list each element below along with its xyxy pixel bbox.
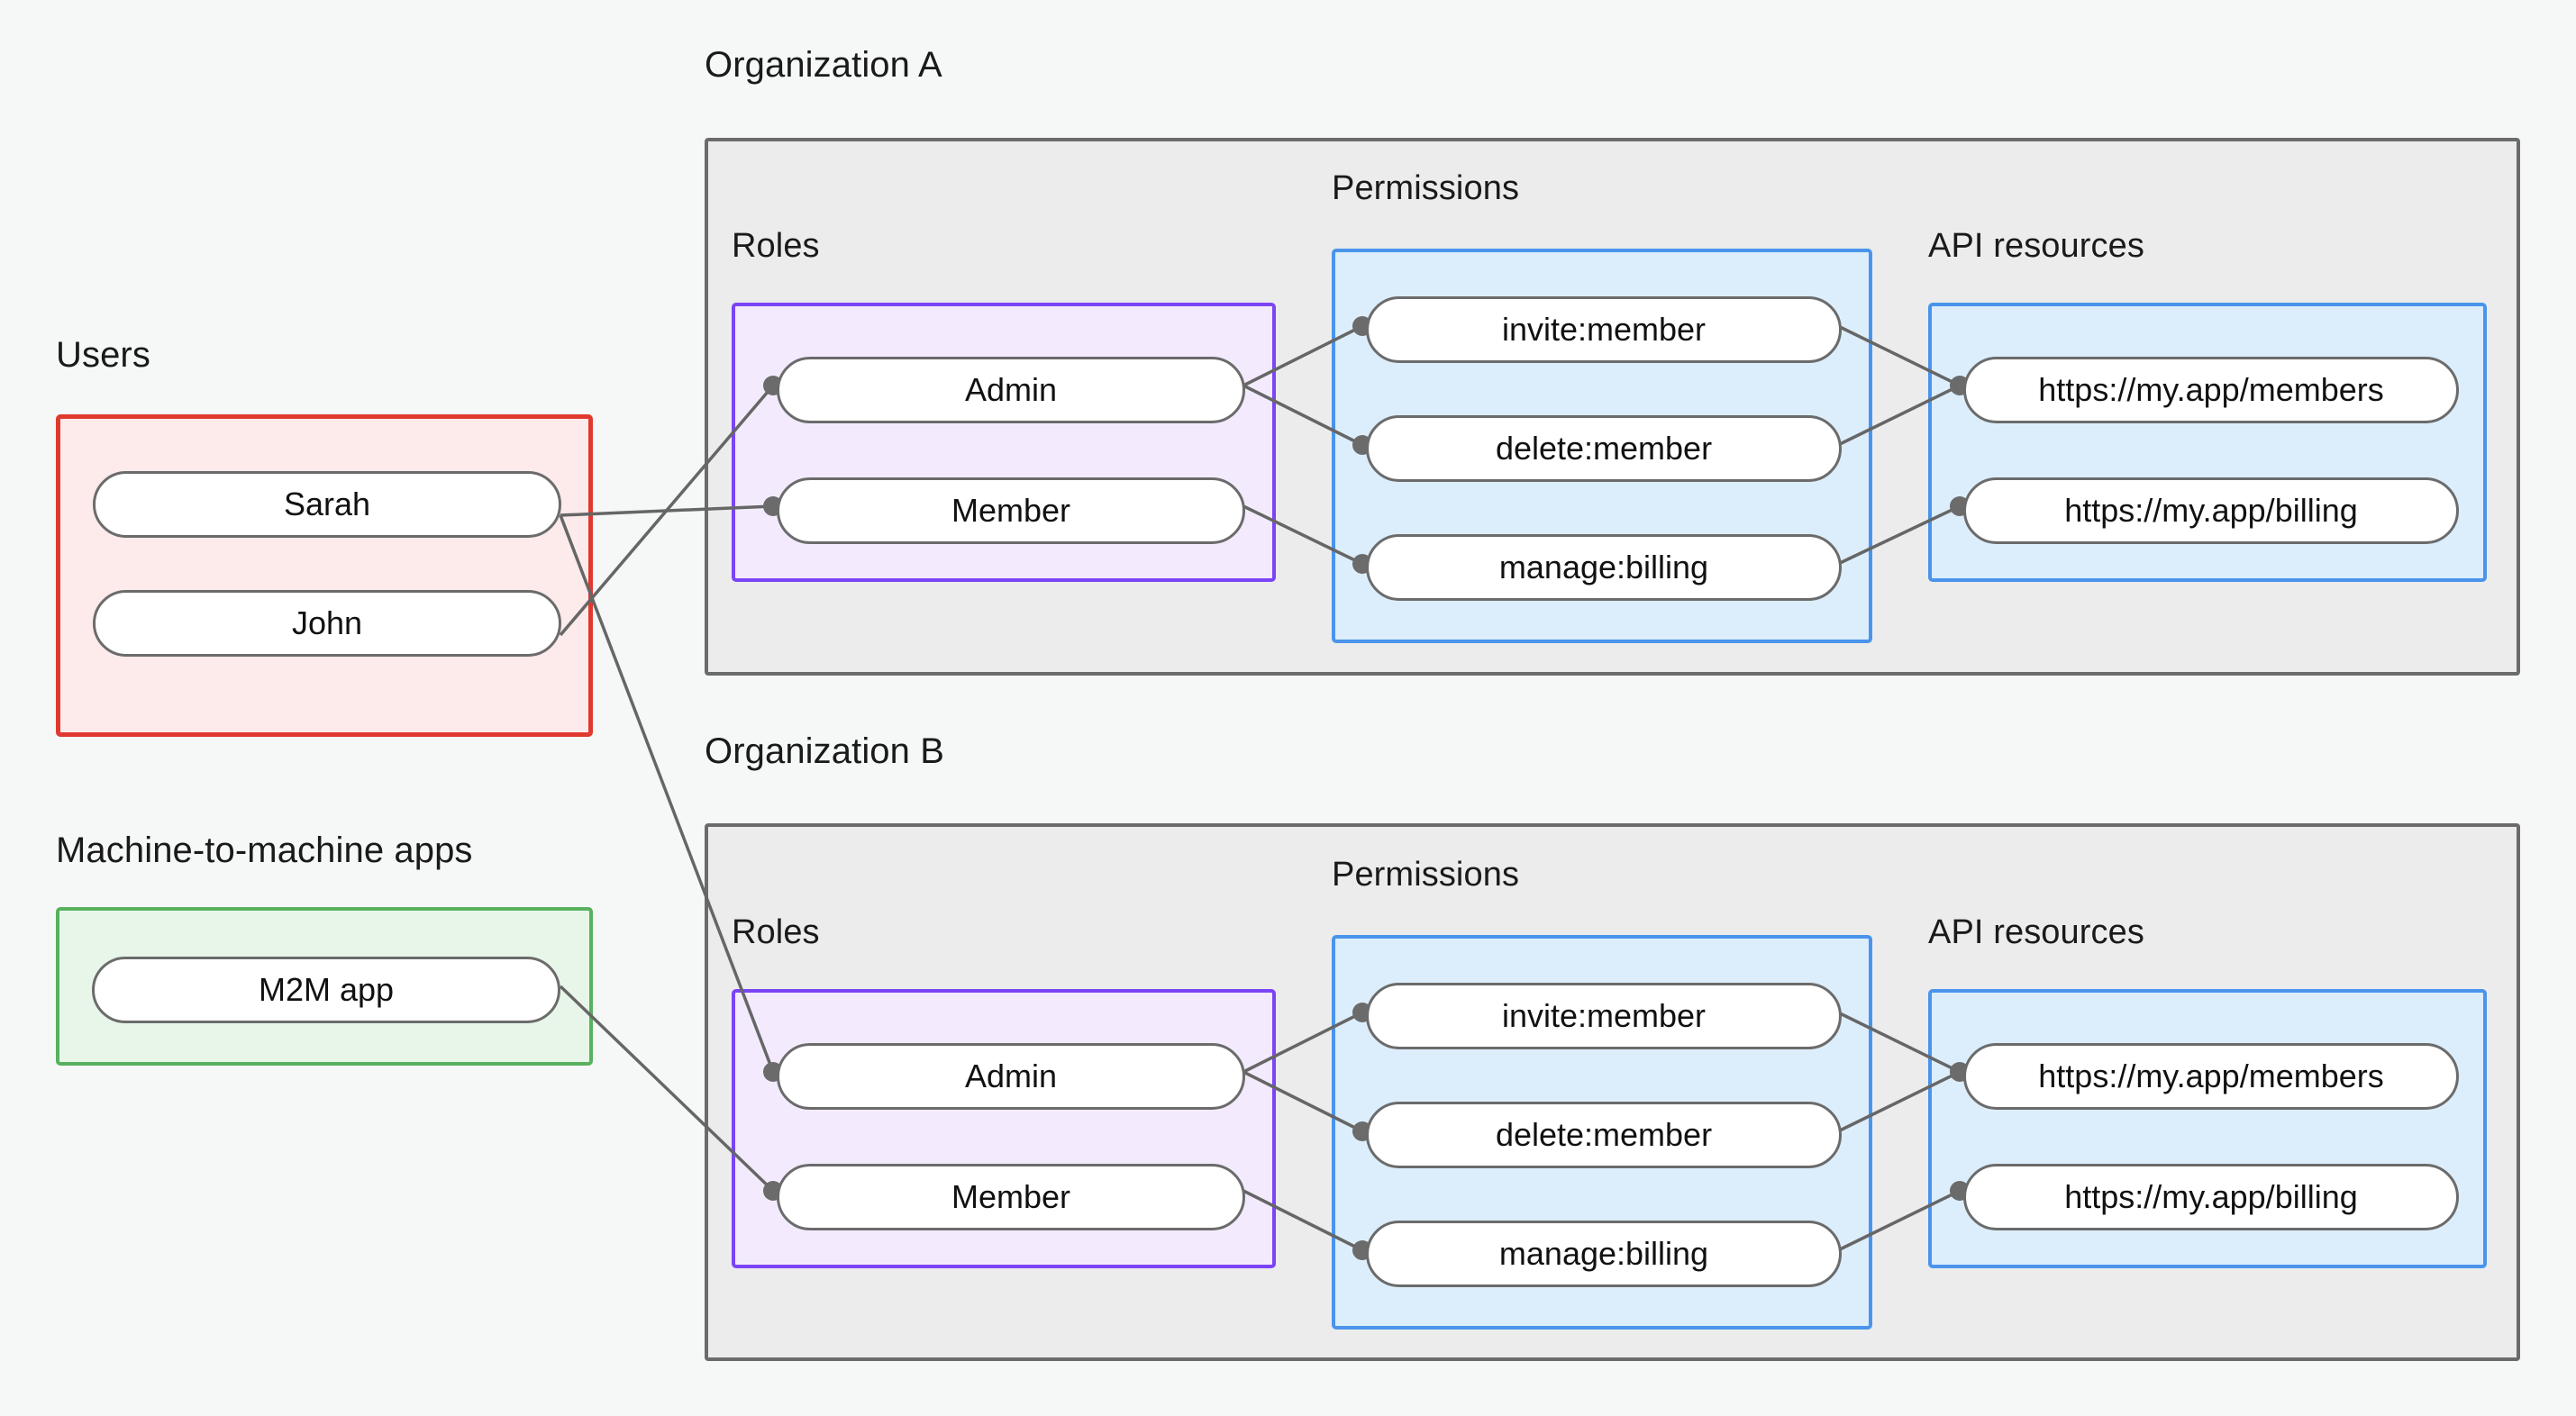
m2m-cluster: M2M app bbox=[56, 907, 593, 1066]
api-node-org-b-billing[interactable]: https://my.app/billing bbox=[1963, 1164, 2459, 1230]
role-node-org-a-admin[interactable]: Admin bbox=[777, 357, 1245, 423]
org-a-permissions-cluster: invite:member delete:member manage:billi… bbox=[1332, 249, 1872, 643]
org-b-roles-cluster: Admin Member bbox=[732, 989, 1276, 1268]
permission-node-org-b-billing[interactable]: manage:billing bbox=[1366, 1221, 1842, 1287]
permission-node-org-a-billing[interactable]: manage:billing bbox=[1366, 534, 1842, 601]
org-b-roles-label: Roles bbox=[732, 913, 820, 951]
permission-node-org-a-delete[interactable]: delete:member bbox=[1366, 415, 1842, 482]
role-node-org-b-admin[interactable]: Admin bbox=[777, 1043, 1245, 1110]
permission-node-org-a-invite[interactable]: invite:member bbox=[1366, 296, 1842, 363]
role-node-org-a-member[interactable]: Member bbox=[777, 477, 1245, 544]
role-node-org-b-member[interactable]: Member bbox=[777, 1164, 1245, 1230]
permission-node-org-b-invite[interactable]: invite:member bbox=[1366, 983, 1842, 1049]
org-a-api-label: API resources bbox=[1928, 227, 2144, 265]
org-b-api-cluster: https://my.app/members https://my.app/bi… bbox=[1928, 989, 2487, 1268]
permission-node-org-b-delete[interactable]: delete:member bbox=[1366, 1102, 1842, 1168]
org-a-roles-label: Roles bbox=[732, 227, 820, 265]
org-a-permissions-label: Permissions bbox=[1332, 169, 1520, 207]
user-node-john[interactable]: John bbox=[93, 590, 561, 657]
api-node-org-a-members[interactable]: https://my.app/members bbox=[1963, 357, 2459, 423]
org-a-api-cluster: https://my.app/members https://my.app/bi… bbox=[1928, 303, 2487, 582]
m2m-group-label: Machine-to-machine apps bbox=[56, 831, 473, 870]
org-b-permissions-label: Permissions bbox=[1332, 856, 1520, 894]
org-a-roles-cluster: Admin Member bbox=[732, 303, 1276, 582]
org-a-label: Organization A bbox=[705, 45, 942, 85]
api-node-org-a-billing[interactable]: https://my.app/billing bbox=[1963, 477, 2459, 544]
user-node-sarah[interactable]: Sarah bbox=[93, 471, 561, 538]
org-b-api-label: API resources bbox=[1928, 913, 2144, 951]
m2m-node-app[interactable]: M2M app bbox=[92, 957, 560, 1023]
users-group-label: Users bbox=[56, 335, 150, 375]
org-b-label: Organization B bbox=[705, 731, 944, 771]
api-node-org-b-members[interactable]: https://my.app/members bbox=[1963, 1043, 2459, 1110]
org-b-permissions-cluster: invite:member delete:member manage:billi… bbox=[1332, 935, 1872, 1330]
users-cluster: Sarah John bbox=[56, 414, 593, 737]
